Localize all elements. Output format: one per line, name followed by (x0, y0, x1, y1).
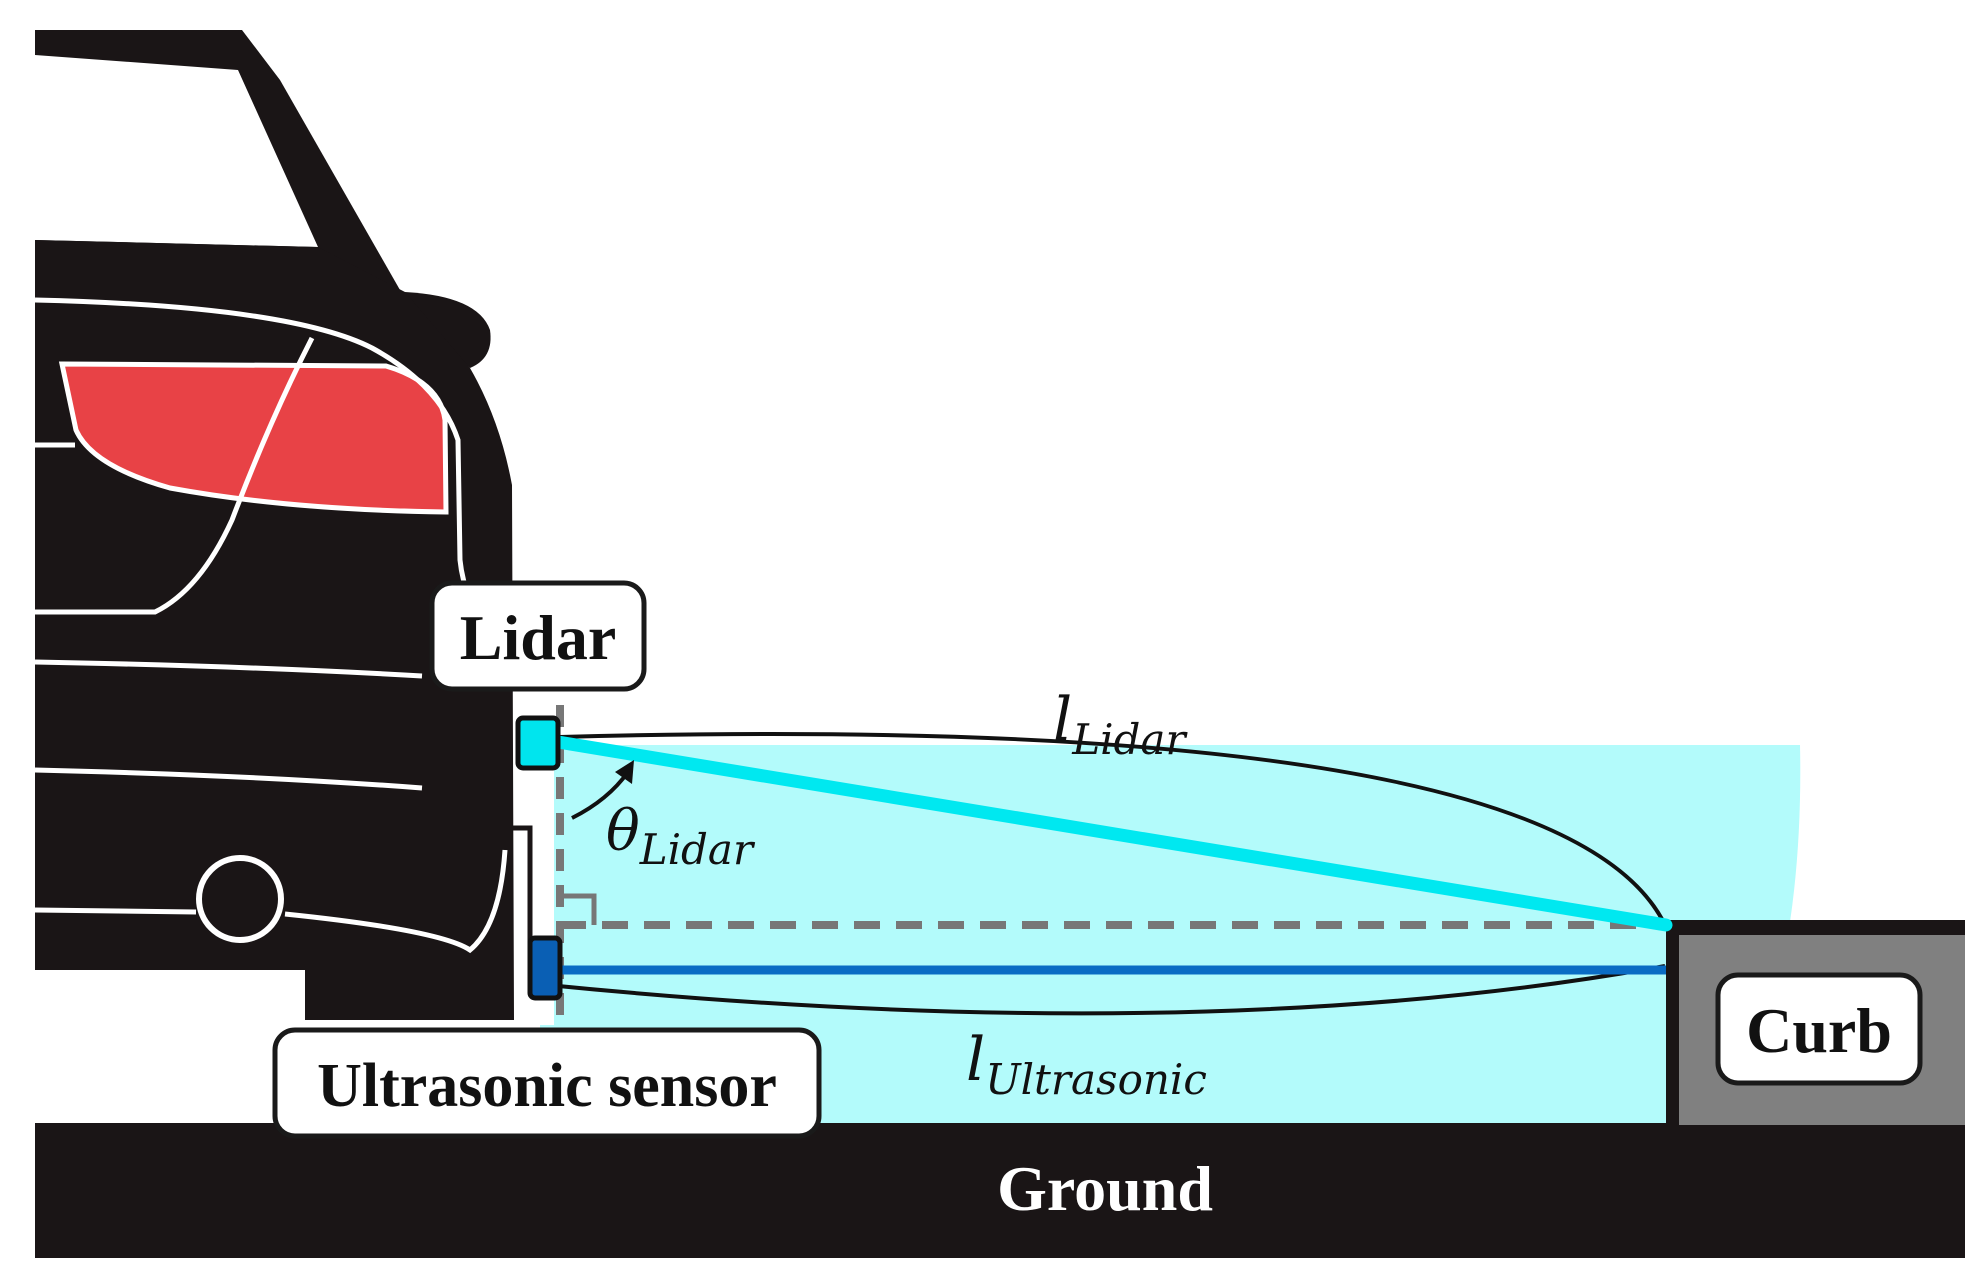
curb-label-box (1715, 972, 1923, 1086)
lidar-range-arc (559, 731, 1667, 926)
car-line (35, 336, 315, 615)
car (34, 30, 554, 1025)
l-lidar-subscript: Lidar (1071, 715, 1188, 764)
l-lidar-label: lLidar (1053, 685, 1188, 764)
l-ultrasonic-subscript: Ultrasonic (985, 1055, 1207, 1104)
theta-subscript: Lidar (639, 825, 756, 874)
lidar-label-text: Lidar (460, 602, 616, 673)
curb-label: Curb (1715, 972, 1923, 1086)
theta-base: θ (606, 799, 640, 864)
car-line (284, 849, 508, 954)
rear-window (35, 55, 318, 247)
ground (35, 1123, 1965, 1258)
lidar-beam (551, 735, 1673, 932)
car-line (34, 297, 473, 601)
ultrasonic-label: Ultrasonic sensor (272, 1027, 822, 1139)
ground-label: Ground (997, 1153, 1213, 1224)
lidar-label-box (429, 580, 647, 692)
car-line (34, 907, 197, 915)
car-spoiler (405, 292, 491, 368)
ultrasonic-sensor (527, 935, 563, 1001)
exhaust-pipe (196, 855, 284, 943)
car-line (34, 767, 423, 791)
theta-lidar-label: θLidar (606, 799, 756, 874)
lidar-label: Lidar (429, 580, 647, 692)
car-line (34, 659, 423, 679)
right-angle-marker (560, 893, 597, 925)
lidar-sensor (515, 715, 561, 771)
l-lidar-base: l (1053, 685, 1072, 755)
ultrasonic-label-box (272, 1027, 822, 1139)
l-ultrasonic-label: lUltrasonic (966, 1025, 1207, 1104)
theta-arrow-head (615, 760, 634, 784)
l-ultrasonic-base: l (966, 1025, 985, 1095)
ultrasonic-label-text: Ultrasonic sensor (317, 1052, 777, 1120)
curb-label-text: Curb (1746, 995, 1892, 1066)
ultrasonic-range-arc (547, 964, 1666, 1016)
detection-zone (540, 745, 1801, 1130)
